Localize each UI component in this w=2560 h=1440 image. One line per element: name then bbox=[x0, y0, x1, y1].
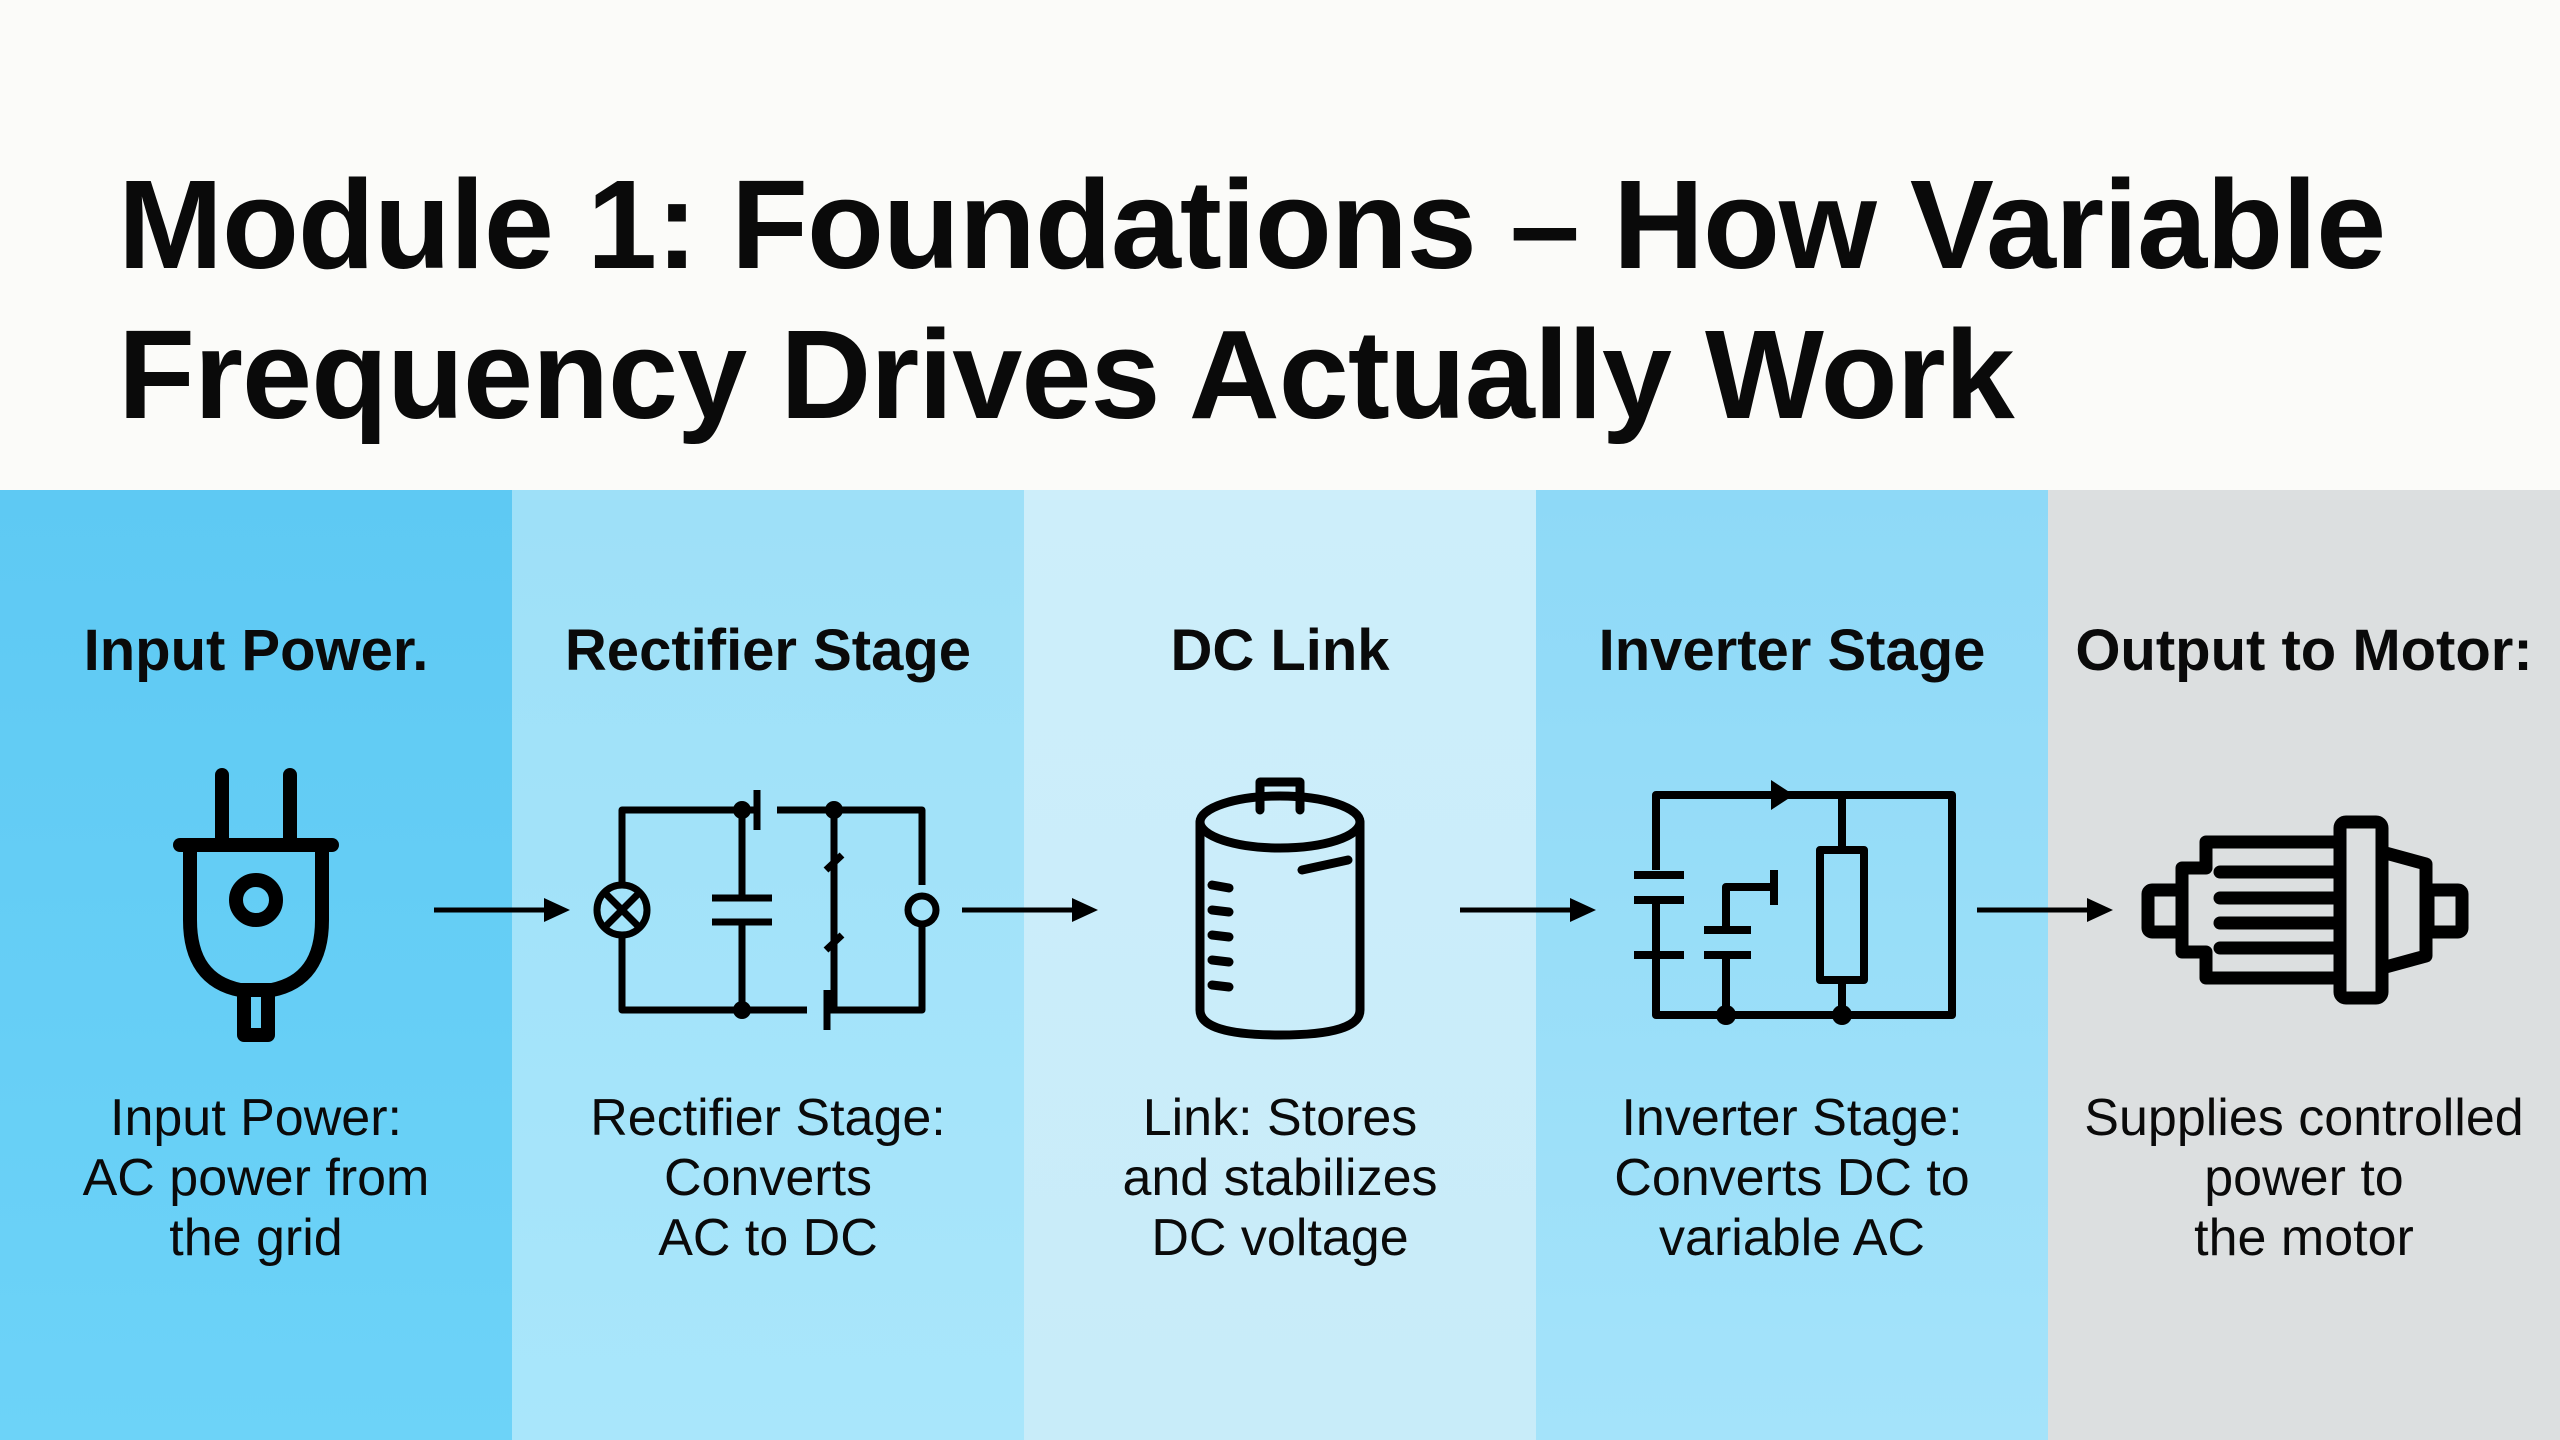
capacitor-icon bbox=[1195, 777, 1365, 1040]
stage-heading: Input Power. bbox=[83, 618, 429, 683]
electric-motor-icon bbox=[2141, 815, 2469, 1005]
rectifier-circuit-icon bbox=[593, 790, 940, 1030]
stage-panel-input-power: Input Power. Input Power: AC power from … bbox=[0, 490, 512, 1440]
stage-heading: DC Link bbox=[1170, 618, 1390, 683]
stage-description: Rectifier Stage: Converts AC to DC bbox=[590, 1089, 946, 1267]
stage-description: Supplies controlled power to the motor bbox=[2084, 1089, 2524, 1267]
vfd-stage-panels: Input Power. Input Power: AC power from … bbox=[0, 490, 2560, 1440]
flow-arrow-icon bbox=[962, 898, 1098, 922]
slide-header: Module 1: Foundations – How Variable Fre… bbox=[0, 0, 2560, 490]
stage-heading: Inverter Stage bbox=[1598, 618, 1986, 683]
stage-description: Link: Stores and stabilizes DC voltage bbox=[1122, 1089, 1438, 1267]
stage-panel-output-motor: Output to Motor: Supplies controlled pow… bbox=[2048, 490, 2560, 1440]
stage-heading: Output to Motor: bbox=[2075, 618, 2533, 683]
slide-title: Module 1: Foundations – How Variable Fre… bbox=[118, 150, 2386, 450]
stage-heading: Rectifier Stage bbox=[564, 618, 972, 683]
inverter-circuit-icon bbox=[1634, 780, 1956, 1025]
flow-arrow-icon bbox=[1460, 898, 1596, 922]
title-line-1: Module 1: Foundations – How Variable bbox=[118, 154, 2386, 295]
flow-arrow-icon bbox=[434, 898, 570, 922]
flow-arrow-icon bbox=[1977, 898, 2113, 922]
stage-description: Inverter Stage: Converts DC to variable … bbox=[1614, 1089, 1970, 1267]
title-line-2: Frequency Drives Actually Work bbox=[118, 304, 2015, 445]
stage-panel-inverter: Inverter Stage Inverter Stage: bbox=[1536, 490, 2048, 1440]
stage-panel-rectifier: Rectifier Stage bbox=[512, 490, 1024, 1440]
stage-description: Input Power: AC power from the grid bbox=[82, 1089, 430, 1267]
power-plug-icon bbox=[173, 768, 339, 1042]
stage-panel-dc-link: DC Link Link: Stores and stabilizes DC v… bbox=[1024, 490, 1536, 1440]
